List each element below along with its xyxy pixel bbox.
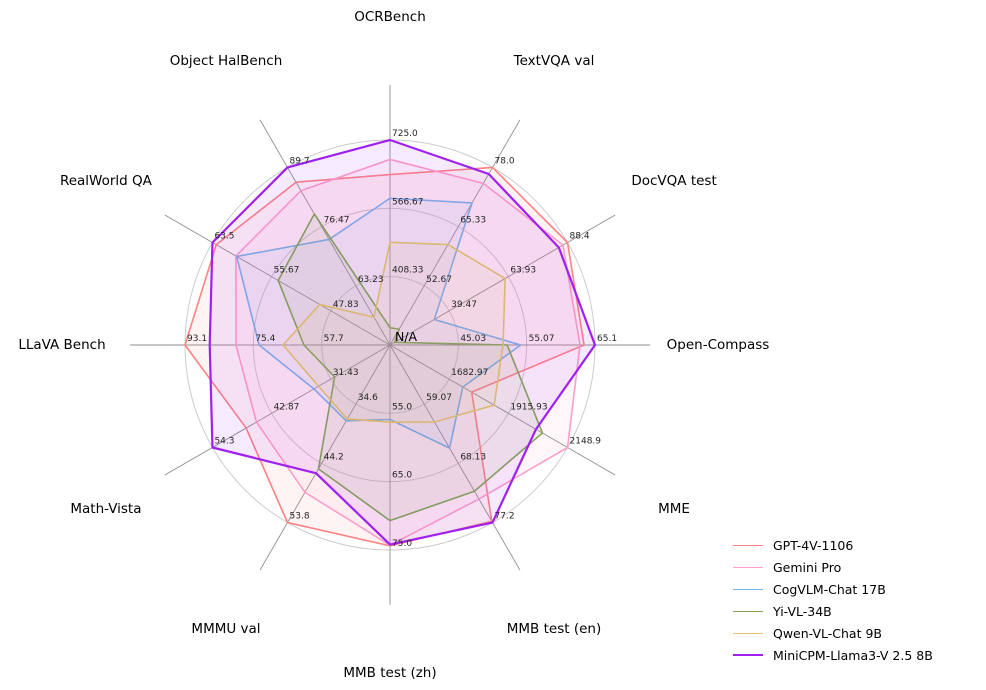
- axis-spoke: [389, 344, 521, 571]
- axis-spoke: [389, 214, 616, 346]
- tick-label: 1682.97: [451, 368, 488, 378]
- series-line: [235, 197, 522, 449]
- series-fill: [278, 213, 543, 521]
- axis-spoke: [164, 214, 391, 346]
- tick-label: 31.43: [333, 368, 359, 378]
- tick-label: 88.4: [570, 232, 590, 242]
- legend-label: CogVLM-Chat 17B: [773, 581, 886, 597]
- axis-label: MME: [658, 501, 690, 517]
- tick-label: 65.0: [392, 471, 412, 481]
- tick-label: 75.0: [392, 539, 412, 549]
- tick-label: 55.67: [274, 266, 300, 276]
- legend-item: Yi-VL-34B: [733, 600, 933, 622]
- legend-label: Gemini Pro: [773, 559, 842, 575]
- series-fill: [185, 167, 585, 546]
- tick-label: 408.33: [392, 266, 424, 276]
- series-line: [277, 213, 544, 522]
- axis-spoke: [389, 344, 616, 476]
- tick-label: 78.0: [495, 156, 515, 166]
- tick-label: 75.4: [255, 334, 275, 344]
- tick-label: 77.2: [495, 512, 515, 522]
- axis-label: LLaVA Bench: [18, 337, 105, 353]
- tick-label: 52.67: [426, 275, 452, 285]
- tick-label: 566.67: [392, 197, 424, 207]
- legend-swatch-line: [733, 544, 763, 546]
- legend-label: Yi-VL-34B: [773, 603, 832, 619]
- legend-label: MiniCPM-Llama3-V 2.5 8B: [773, 647, 933, 663]
- tick-label: 42.87: [274, 402, 300, 412]
- legend-item: GPT-4V-1106: [733, 534, 933, 556]
- legend-swatch-line: [733, 610, 763, 612]
- axis-label: Open-Compass: [667, 337, 770, 353]
- tick-label: 65.1: [597, 334, 617, 344]
- axis-spoke: [259, 344, 391, 571]
- tick-label: 55.07: [529, 334, 555, 344]
- axis-label: MMB test (en): [507, 621, 601, 637]
- tick-label: 53.8: [290, 512, 310, 522]
- axis-spoke: [389, 119, 521, 346]
- axis-label: MMB test (zh): [343, 665, 436, 681]
- center-na-label: N/A: [395, 329, 418, 344]
- legend-label: Qwen-VL-Chat 9B: [773, 625, 882, 641]
- axis-label: Math-Vista: [70, 501, 141, 517]
- tick-label: 725.0: [392, 129, 418, 139]
- tick-label: 63.5: [214, 232, 234, 242]
- legend-item: Gemini Pro: [733, 556, 933, 578]
- axis-spoke: [259, 119, 391, 346]
- axis-label: DocVQA test: [631, 173, 716, 189]
- tick-label: 1915.93: [510, 402, 547, 412]
- tick-label: 63.23: [358, 275, 384, 285]
- tick-label: 34.6: [358, 393, 378, 403]
- series-fill: [283, 242, 506, 423]
- tick-label: 47.83: [333, 300, 359, 310]
- axis-label: MMMU val: [191, 621, 260, 637]
- tick-label: 2148.9: [570, 437, 602, 447]
- tick-label: 76.47: [324, 216, 350, 226]
- axis-label: Object HalBench: [170, 53, 283, 69]
- tick-label: 55.0: [392, 402, 412, 412]
- tick-label: 44.2: [324, 452, 344, 462]
- axis-label: TextVQA val: [513, 53, 595, 69]
- legend-item: MiniCPM-Llama3-V 2.5 8B: [733, 644, 933, 666]
- tick-label: 65.33: [460, 216, 486, 226]
- series-line: [282, 241, 506, 424]
- series-fill: [209, 140, 595, 545]
- tick-label: 89.7: [290, 156, 310, 166]
- legend-item: Qwen-VL-Chat 9B: [733, 622, 933, 644]
- axis-spoke: [164, 344, 391, 476]
- tick-label: 39.47: [451, 300, 477, 310]
- legend-swatch-line: [733, 588, 763, 590]
- legend-swatch-line: [733, 566, 763, 568]
- tick-label: 68.13: [460, 452, 486, 462]
- tick-label: 57.7: [324, 334, 344, 344]
- axis-label: OCRBench: [354, 9, 426, 25]
- legend-swatch-line: [733, 632, 763, 634]
- tick-label: 45.03: [460, 334, 486, 344]
- tick-label: 54.3: [214, 437, 234, 447]
- tick-label: 93.1: [187, 334, 207, 344]
- legend-label: GPT-4V-1106: [773, 537, 854, 553]
- axis-label: RealWorld QA: [60, 173, 153, 189]
- tick-label: 63.93: [510, 266, 536, 276]
- series-line: [208, 138, 597, 546]
- legend-swatch-line: [733, 654, 763, 656]
- series-fill: [236, 198, 521, 449]
- tick-label: 59.07: [426, 393, 452, 403]
- legend-item: CogVLM-Chat 17B: [733, 578, 933, 600]
